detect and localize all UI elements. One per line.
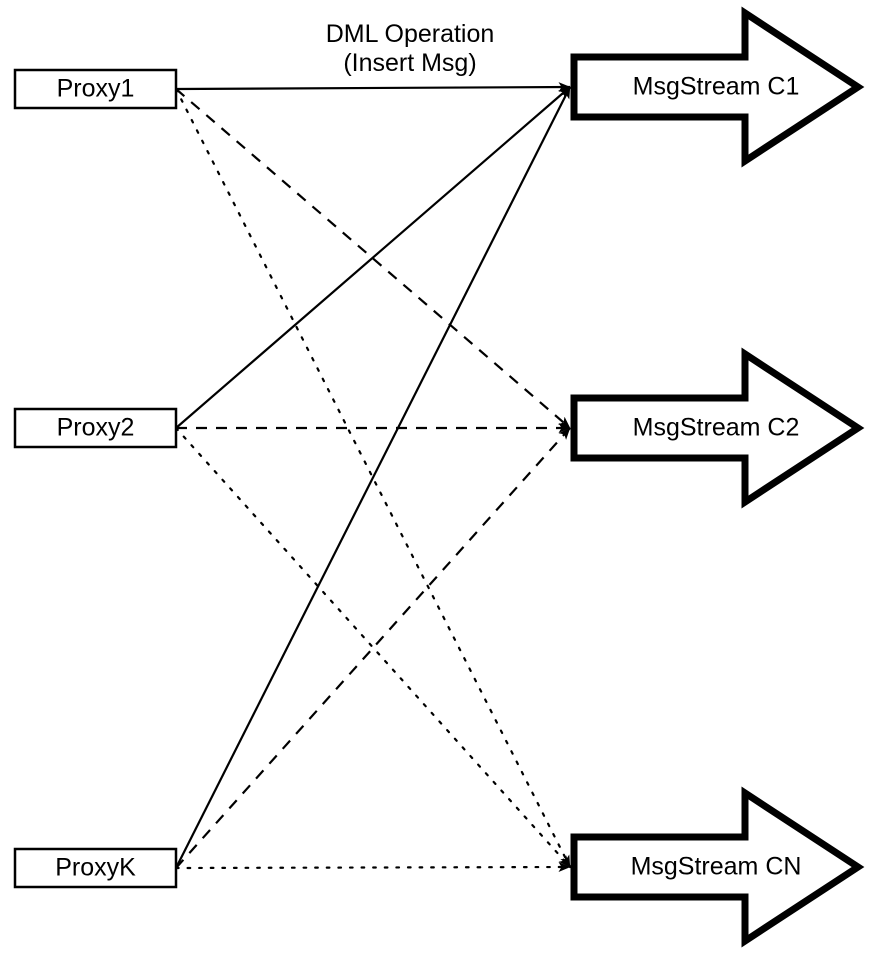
connection-pk-c1 (175, 86, 571, 869)
proxy-label-proxy1: Proxy1 (57, 75, 135, 103)
proxy-box-proxy1[interactable] (13, 68, 178, 110)
msgstream-label-c2: MsgStream C2 (633, 414, 800, 442)
msgstream-nodes-group: MsgStream C1 MsgStream C2 MsgStream CN (570, 6, 865, 948)
connection-lines-group (174, 82, 572, 873)
annotations-group: DML Operation(Insert Msg) (326, 20, 495, 77)
msgstream-label-cn: MsgStream CN (631, 853, 802, 881)
connection-p1-c1 (175, 82, 571, 93)
msgstream-arrow-shape-cn[interactable] (570, 786, 865, 948)
proxy-label-proxy2: Proxy2 (57, 414, 135, 442)
msgstream-label-c1: MsgStream C1 (633, 73, 800, 101)
proxy-node-proxy2[interactable]: Proxy2 (13, 407, 178, 449)
proxy-box-proxyk[interactable] (13, 847, 178, 889)
connection-p2-c1 (175, 86, 571, 429)
proxy-label-proxyk: ProxyK (55, 854, 136, 882)
proxy-node-proxy1[interactable]: Proxy1 (13, 68, 178, 110)
msgstream-node-c2[interactable]: MsgStream C2 (570, 347, 865, 509)
msgstream-arrow-shape-c1[interactable] (570, 6, 865, 168)
annotation-dml: DML Operation(Insert Msg) (326, 20, 495, 77)
annotation-line2-dml: (Insert Msg) (343, 49, 476, 77)
connection-pk-cn (174, 862, 572, 873)
proxy-box-proxy2[interactable] (13, 407, 178, 449)
connection-p1-c2 (175, 88, 571, 429)
msgstream-node-c1[interactable]: MsgStream C1 (570, 6, 865, 168)
msgstream-arrow-shape-c2[interactable] (570, 347, 865, 509)
msgstream-node-cn[interactable]: MsgStream CN (570, 786, 865, 948)
annotation-line1-dml: DML Operation (326, 20, 495, 48)
proxy-node-proxyk[interactable]: ProxyK (13, 847, 178, 889)
